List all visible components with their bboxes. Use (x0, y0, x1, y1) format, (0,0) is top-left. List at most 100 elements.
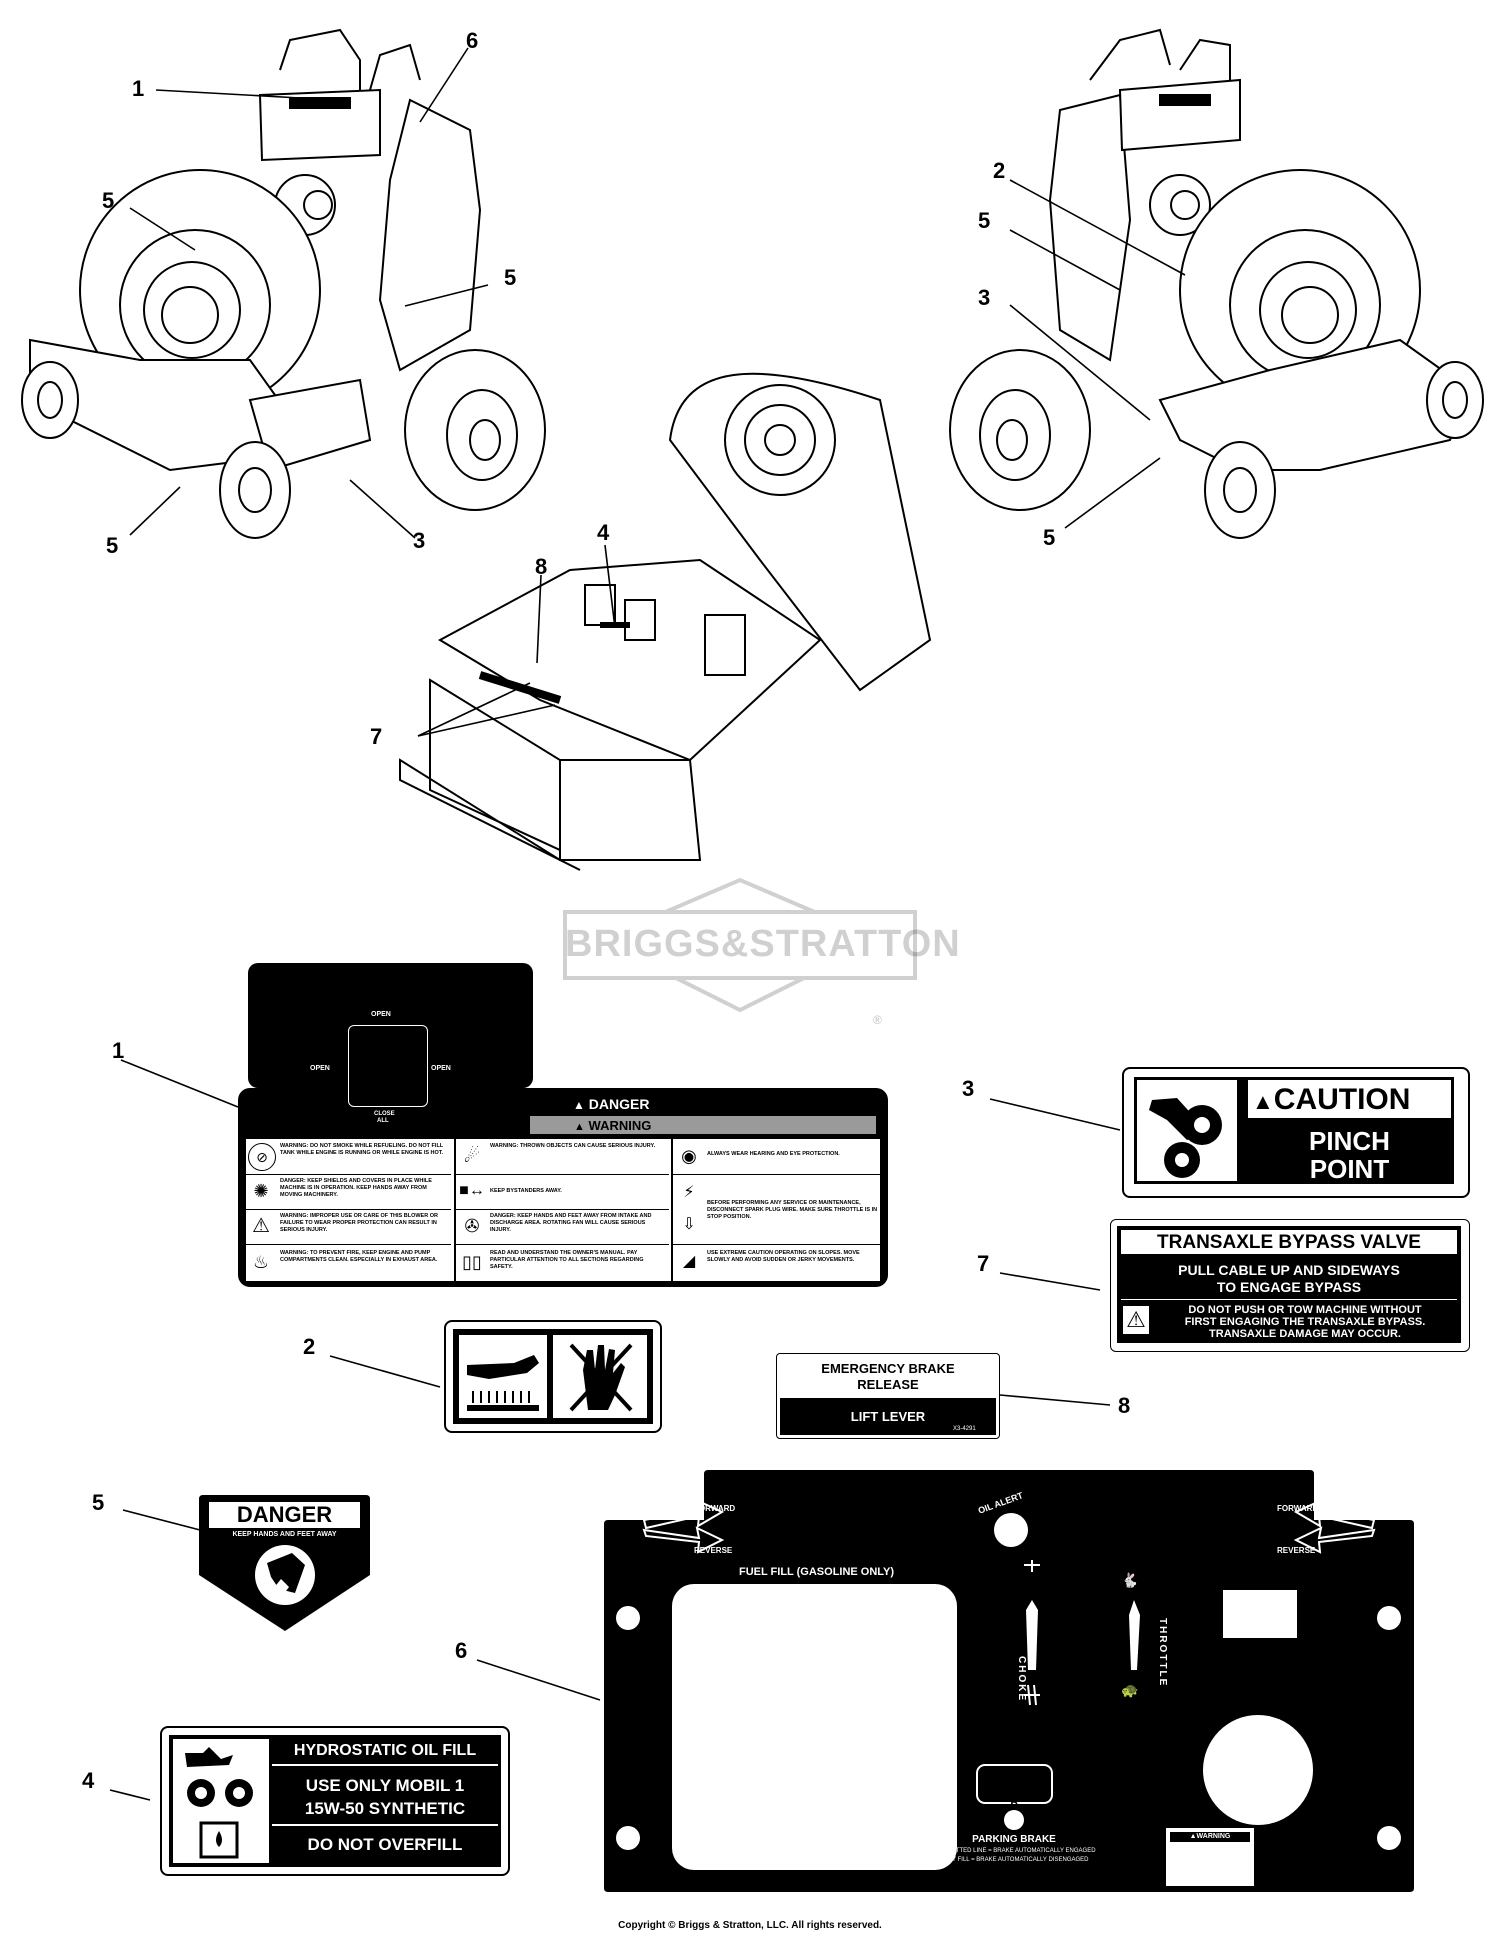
decal-3-caution-pinch-point: ▲CAUTION PINCH POINT (1122, 1067, 1470, 1198)
forward-left-label: FORWARD (694, 1504, 736, 1513)
callout-3: 3 (413, 528, 426, 553)
parking-brake-label: PARKING BRAKE (972, 1834, 1056, 1845)
rabbit-fast-icon: 🐇 (1121, 1572, 1139, 1588)
decal-1-row: ◢ USE EXTREME CAUTION OPERATING ON SLOPE… (673, 1244, 880, 1281)
warning-label: WARNING (588, 1118, 652, 1133)
decal-2-hot-surface-box (459, 1335, 547, 1418)
callout-5: 5 (504, 265, 517, 290)
divider (1121, 1299, 1457, 1300)
parking-brake-note-1: RED DOTTED LINE = BRAKE AUTOMATICALLY EN… (932, 1848, 1096, 1854)
decal-1-message: USE EXTREME CAUTION OPERATING ON SLOPES.… (707, 1250, 860, 1263)
decal-1-message: DANGER: KEEP HANDS AND FEET AWAY FROM IN… (490, 1213, 652, 1233)
decal-3-caution-header: ▲CAUTION (1252, 1083, 1410, 1117)
spark-plug-icon: ⚡ (683, 1184, 695, 1201)
decal-2-no-touch-box (553, 1335, 647, 1418)
decal-7-line-1: PULL CABLE UP AND SIDEWAYS (1178, 1262, 1400, 1278)
decal-1-row: ⊘ WARNING: DO NOT SMOKE WHILE REFUELING.… (246, 1139, 451, 1175)
callout-7: 7 (370, 724, 383, 749)
callout-decal-8: 8 (1118, 1393, 1131, 1418)
decal-1-row: ▯▯ READ AND UNDERSTAND THE OWNER'S MANUA… (456, 1244, 669, 1281)
leader-lines-top (109, 47, 1186, 1801)
close-all-label: CLOSE (374, 1111, 395, 1117)
thrown-objects-icon: ☄ (463, 1146, 481, 1166)
callout-decal-6: 6 (455, 1638, 468, 1663)
parking-brake-note-2: GRAY FILL = BRAKE AUTOMATICALLY DISENGAG… (939, 1857, 1089, 1863)
decal-1-message-panel (246, 1139, 880, 1281)
callout-decal-2: 2 (303, 1334, 316, 1359)
decal-8-line-3: LIFT LEVER (850, 1409, 926, 1424)
decal-1-row: ■↔ KEEP BYSTANDERS AWAY. (456, 1174, 669, 1210)
open-label: OPEN (431, 1065, 451, 1072)
no-smoking-icon: ⊘ (248, 1143, 276, 1171)
decal-1-warning-header: ▲ WARNING (574, 1118, 651, 1133)
divider (272, 1764, 498, 1766)
decal-1-column-2: ☄ WARNING: THROWN OBJECTS CAN CAUSE SERI… (454, 1139, 671, 1281)
panel-warning-label: ▲WARNING (1170, 1832, 1250, 1842)
warning-triangle-icon: ▲ (1189, 1833, 1197, 1840)
callout-8: 8 (535, 554, 548, 579)
caution-triangle-icon: ⚠ (252, 1215, 270, 1237)
callout-1: 1 (132, 76, 145, 101)
machine-right-illustration (949, 28, 1484, 539)
divider (272, 1824, 498, 1826)
copyright-notice: Copyright © Briggs & Stratton, LLC. All … (618, 1920, 882, 1931)
decal-1-danger-header: ▲ DANGER (573, 1096, 649, 1112)
choke-label: CHOKE (1016, 1656, 1027, 1703)
decal-7-title: TRANSAXLE BYPASS VALVE (1157, 1232, 1421, 1253)
throttle-stop-icon: ⇩ (682, 1216, 696, 1233)
oil-can-gears-icon (185, 1747, 253, 1859)
decal-3-line-1: PINCH (1309, 1126, 1390, 1156)
callout-decal-4: 4 (82, 1768, 95, 1793)
decal-7-warn-3: TRANSAXLE DAMAGE MAY OCCUR. (1209, 1328, 1401, 1340)
decal-5-shape (199, 1495, 370, 1631)
forward-right-label: FORWARD (1277, 1504, 1319, 1513)
reverse-left-label: REVERSE (694, 1546, 733, 1555)
decal-4-line-3: 15W-50 SYNTHETIC (304, 1799, 466, 1818)
close-all-label: ALL (377, 1118, 389, 1124)
decal-1-message: WARNING: IMPROPER USE OR CARE OF THIS BL… (280, 1213, 438, 1233)
pinch-point-icon (1149, 1098, 1222, 1178)
danger-label: DANGER (588, 1096, 650, 1112)
decal-1-row: ◉ ALWAYS WEAR HEARING AND EYE PROTECTION… (673, 1139, 880, 1175)
decal-8-line-1: EMERGENCY BRAKE (821, 1361, 955, 1376)
decal-8-part-code: X3-4291 (953, 1426, 976, 1432)
decal-4-icon-box (173, 1739, 269, 1863)
decal-1-message: WARNING: TO PREVENT FIRE, KEEP ENGINE AN… (280, 1250, 438, 1263)
callout-2: 2 (993, 158, 1006, 183)
decal-8-black-band (780, 1398, 996, 1435)
decal-4-line-1: HYDROSTATIC OIL FILL (293, 1742, 477, 1759)
decal-2-hot-surface (444, 1320, 662, 1433)
decal-5-subtitle: KEEP HANDS AND FEET AWAY (232, 1531, 337, 1538)
callout-5: 5 (978, 208, 991, 233)
briggs-stratton-watermark (563, 877, 917, 1013)
callout-6: 6 (466, 28, 479, 53)
decal-1-message: READ AND UNDERSTAND THE OWNER'S MANUAL. … (490, 1250, 644, 1270)
open-label: OPEN (310, 1065, 330, 1072)
hearing-eye-protection-icon: ◉ (681, 1146, 697, 1166)
fire-icon: ♨ (252, 1252, 270, 1272)
decal-1-row: ⚠ WARNING: IMPROPER USE OR CARE OF THIS … (246, 1209, 451, 1245)
decal-3-caution-bar (1248, 1080, 1451, 1118)
warning-triangle-icon: ▲ (573, 1098, 585, 1112)
decal-1-safety-label: OPEN OPEN OPEN CLOSE ALL ▲ DANGER ▲ WARN… (238, 963, 888, 1287)
callout-3: 3 (978, 285, 991, 310)
callout-5: 5 (106, 533, 119, 558)
decal-7-title-bar (1121, 1230, 1457, 1254)
bystanders-icon: ■↔ (459, 1182, 485, 1199)
decal-6-shape (604, 1470, 1414, 1892)
decal-1-message: BEFORE PERFORMING ANY SERVICE OR MAINTEN… (707, 1200, 878, 1220)
machine-left-illustration (21, 28, 546, 539)
decal-1-message: WARNING: THROWN OBJECTS CAN CAUSE SERIOU… (490, 1143, 656, 1149)
decal-4-line-4: DO NOT OVERFILL (307, 1835, 463, 1854)
decal-1-row: ⚡ ⇩ BEFORE PERFORMING ANY SERVICE OR MAI… (673, 1174, 880, 1245)
callout-decal-1: 1 (112, 1038, 125, 1063)
decal-3-icon-box (1137, 1080, 1237, 1181)
callout-4: 4 (597, 520, 610, 545)
decal-6-control-panel: FORWARD REVERSE FORWARD REVERSE OIL ALER… (604, 1470, 1414, 1892)
decal-1-message: KEEP BYSTANDERS AWAY. (490, 1188, 562, 1194)
no-touch-hand-icon (569, 1343, 633, 1412)
fuel-fill-label: FUEL FILL (GASOLINE ONLY) (738, 1566, 895, 1578)
callout-decal-5: 5 (92, 1490, 105, 1515)
decal-1-row: ✇ DANGER: KEEP HANDS AND FEET AWAY FROM … (456, 1209, 669, 1245)
